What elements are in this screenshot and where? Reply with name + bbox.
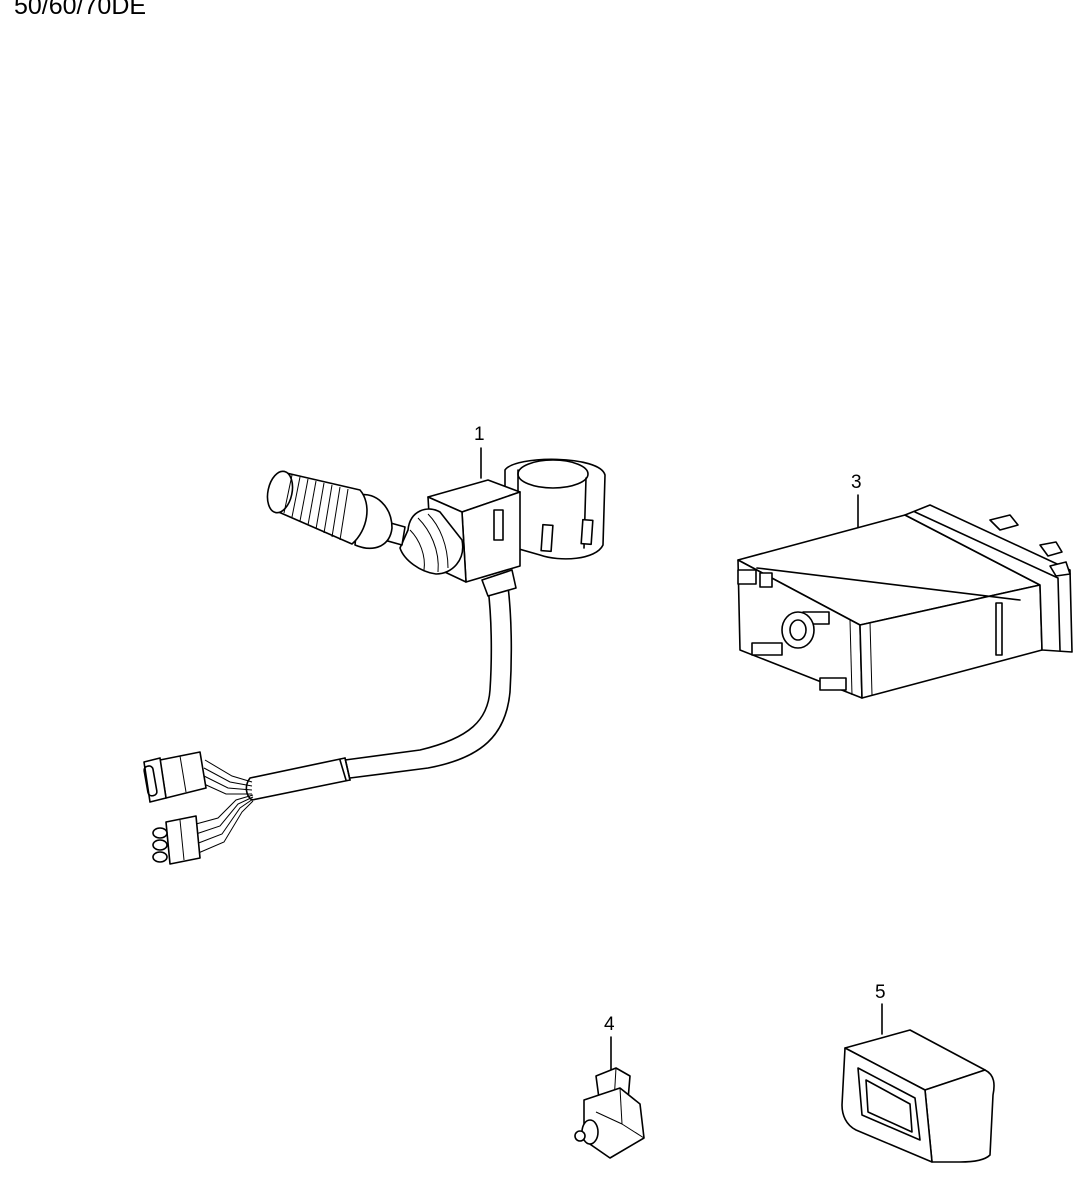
page-title: 50/60/70DE	[14, 0, 147, 20]
part-4-sensor[interactable]: 4	[574, 1014, 645, 1159]
callout-4: 4	[604, 1014, 615, 1035]
callout-1: 1	[474, 424, 485, 445]
part-1-joystick-switch[interactable]: 1	[143, 424, 606, 865]
callout-3: 3	[851, 472, 862, 493]
callout-5: 5	[875, 982, 886, 1003]
part-5-cover-cap[interactable]: 5	[841, 982, 995, 1163]
part-3-control-module[interactable]: 3	[737, 472, 1073, 699]
